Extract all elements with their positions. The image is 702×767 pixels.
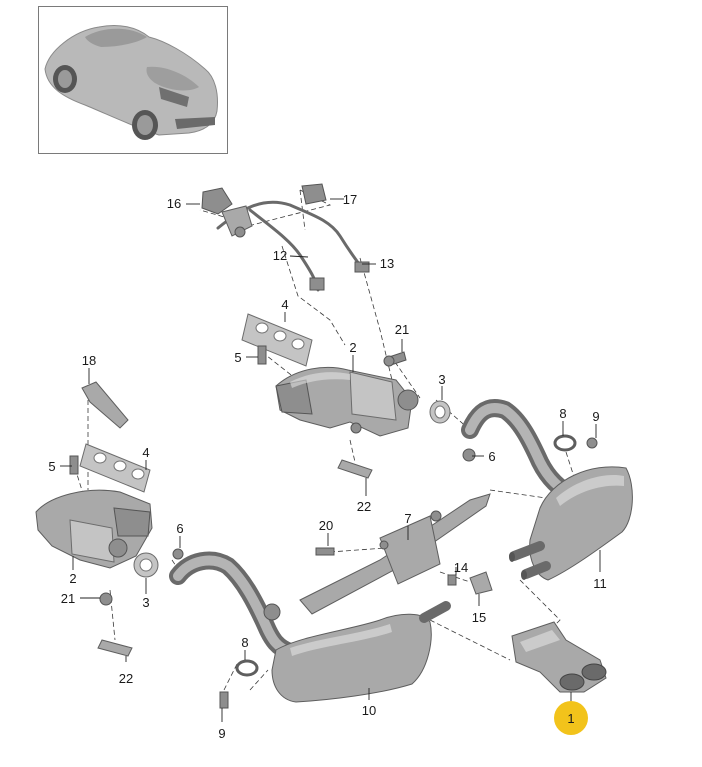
label-part-2[interactable]: 2 (349, 340, 356, 355)
mount-14 (447, 574, 457, 586)
nut-6-lower (172, 548, 184, 560)
front-pipe-right (461, 399, 581, 503)
label-part-14[interactable]: 14 (454, 560, 468, 575)
gasket-3-upper (429, 400, 451, 424)
front-pipe-left (169, 551, 299, 661)
car-icon (44, 24, 218, 140)
gasket-3-lower (133, 552, 159, 578)
label-part-18[interactable]: 18 (82, 353, 96, 368)
bolt-5-lower (69, 455, 79, 475)
label-part-5[interactable]: 5 (234, 350, 241, 365)
label-part-1[interactable]: 1 (567, 711, 574, 726)
label-part-17[interactable]: 17 (343, 192, 357, 207)
label-part-9[interactable]: 9 (218, 726, 225, 741)
label-part-22[interactable]: 22 (357, 499, 371, 514)
label-part-13[interactable]: 13 (380, 256, 394, 271)
label-part-22[interactable]: 22 (119, 671, 133, 686)
tailpipe-assembly (511, 621, 607, 693)
bolt-21-lower (99, 592, 113, 606)
bolt-20 (315, 547, 335, 556)
label-part-15[interactable]: 15 (472, 610, 486, 625)
bolt-9-right (586, 437, 598, 449)
manifold-bracket-18 (81, 381, 129, 429)
bolt-5-upper (257, 345, 267, 365)
manifold-gasket-lower (79, 443, 151, 493)
label-part-5[interactable]: 5 (48, 459, 55, 474)
assembly-lines (74, 189, 576, 691)
label-part-6[interactable]: 6 (176, 521, 183, 536)
label-part-4[interactable]: 4 (142, 445, 149, 460)
label-part-8[interactable]: 8 (241, 635, 248, 650)
leader-lines (60, 198, 601, 722)
label-part-3[interactable]: 3 (142, 595, 149, 610)
bracket-22-upper (337, 459, 373, 479)
label-part-21[interactable]: 21 (61, 591, 75, 606)
clamp-8-right (553, 434, 577, 452)
hanger-15 (469, 571, 493, 595)
label-part-3[interactable]: 3 (438, 372, 445, 387)
label-part-4[interactable]: 4 (281, 297, 288, 312)
exhaust-manifold-upper (275, 366, 419, 437)
label-part-7[interactable]: 7 (404, 511, 411, 526)
highlight-marker (554, 701, 588, 735)
label-part-20[interactable]: 20 (319, 518, 333, 533)
label-part-11[interactable]: 11 (593, 576, 607, 591)
callout-labels: 1 2 2 3 3 4 4 5 5 6 6 7 8 8 9 9 10 11 12… (48, 192, 606, 741)
bracket-22-lower (97, 639, 133, 657)
oxygen-sensor-harness (201, 183, 370, 292)
label-part-10[interactable]: 10 (362, 703, 376, 718)
label-part-21[interactable]: 21 (395, 322, 409, 337)
rear-muffler-left (263, 601, 451, 703)
bolt-21-upper (383, 351, 407, 367)
bolt-9-left (219, 691, 229, 709)
label-part-6[interactable]: 6 (488, 449, 495, 464)
exhaust-manifold-lower (35, 489, 153, 569)
label-part-9[interactable]: 9 (592, 409, 599, 424)
label-part-16[interactable]: 16 (167, 196, 181, 211)
label-part-8[interactable]: 8 (559, 406, 566, 421)
vehicle-thumbnail (38, 6, 228, 154)
manifold-gasket-upper (241, 313, 313, 367)
label-part-2[interactable]: 2 (69, 571, 76, 586)
label-part-12[interactable]: 12 (273, 248, 287, 263)
rear-muffler-right (509, 466, 633, 581)
clamp-8-left (235, 659, 259, 677)
crossmember-bracket (299, 493, 491, 615)
